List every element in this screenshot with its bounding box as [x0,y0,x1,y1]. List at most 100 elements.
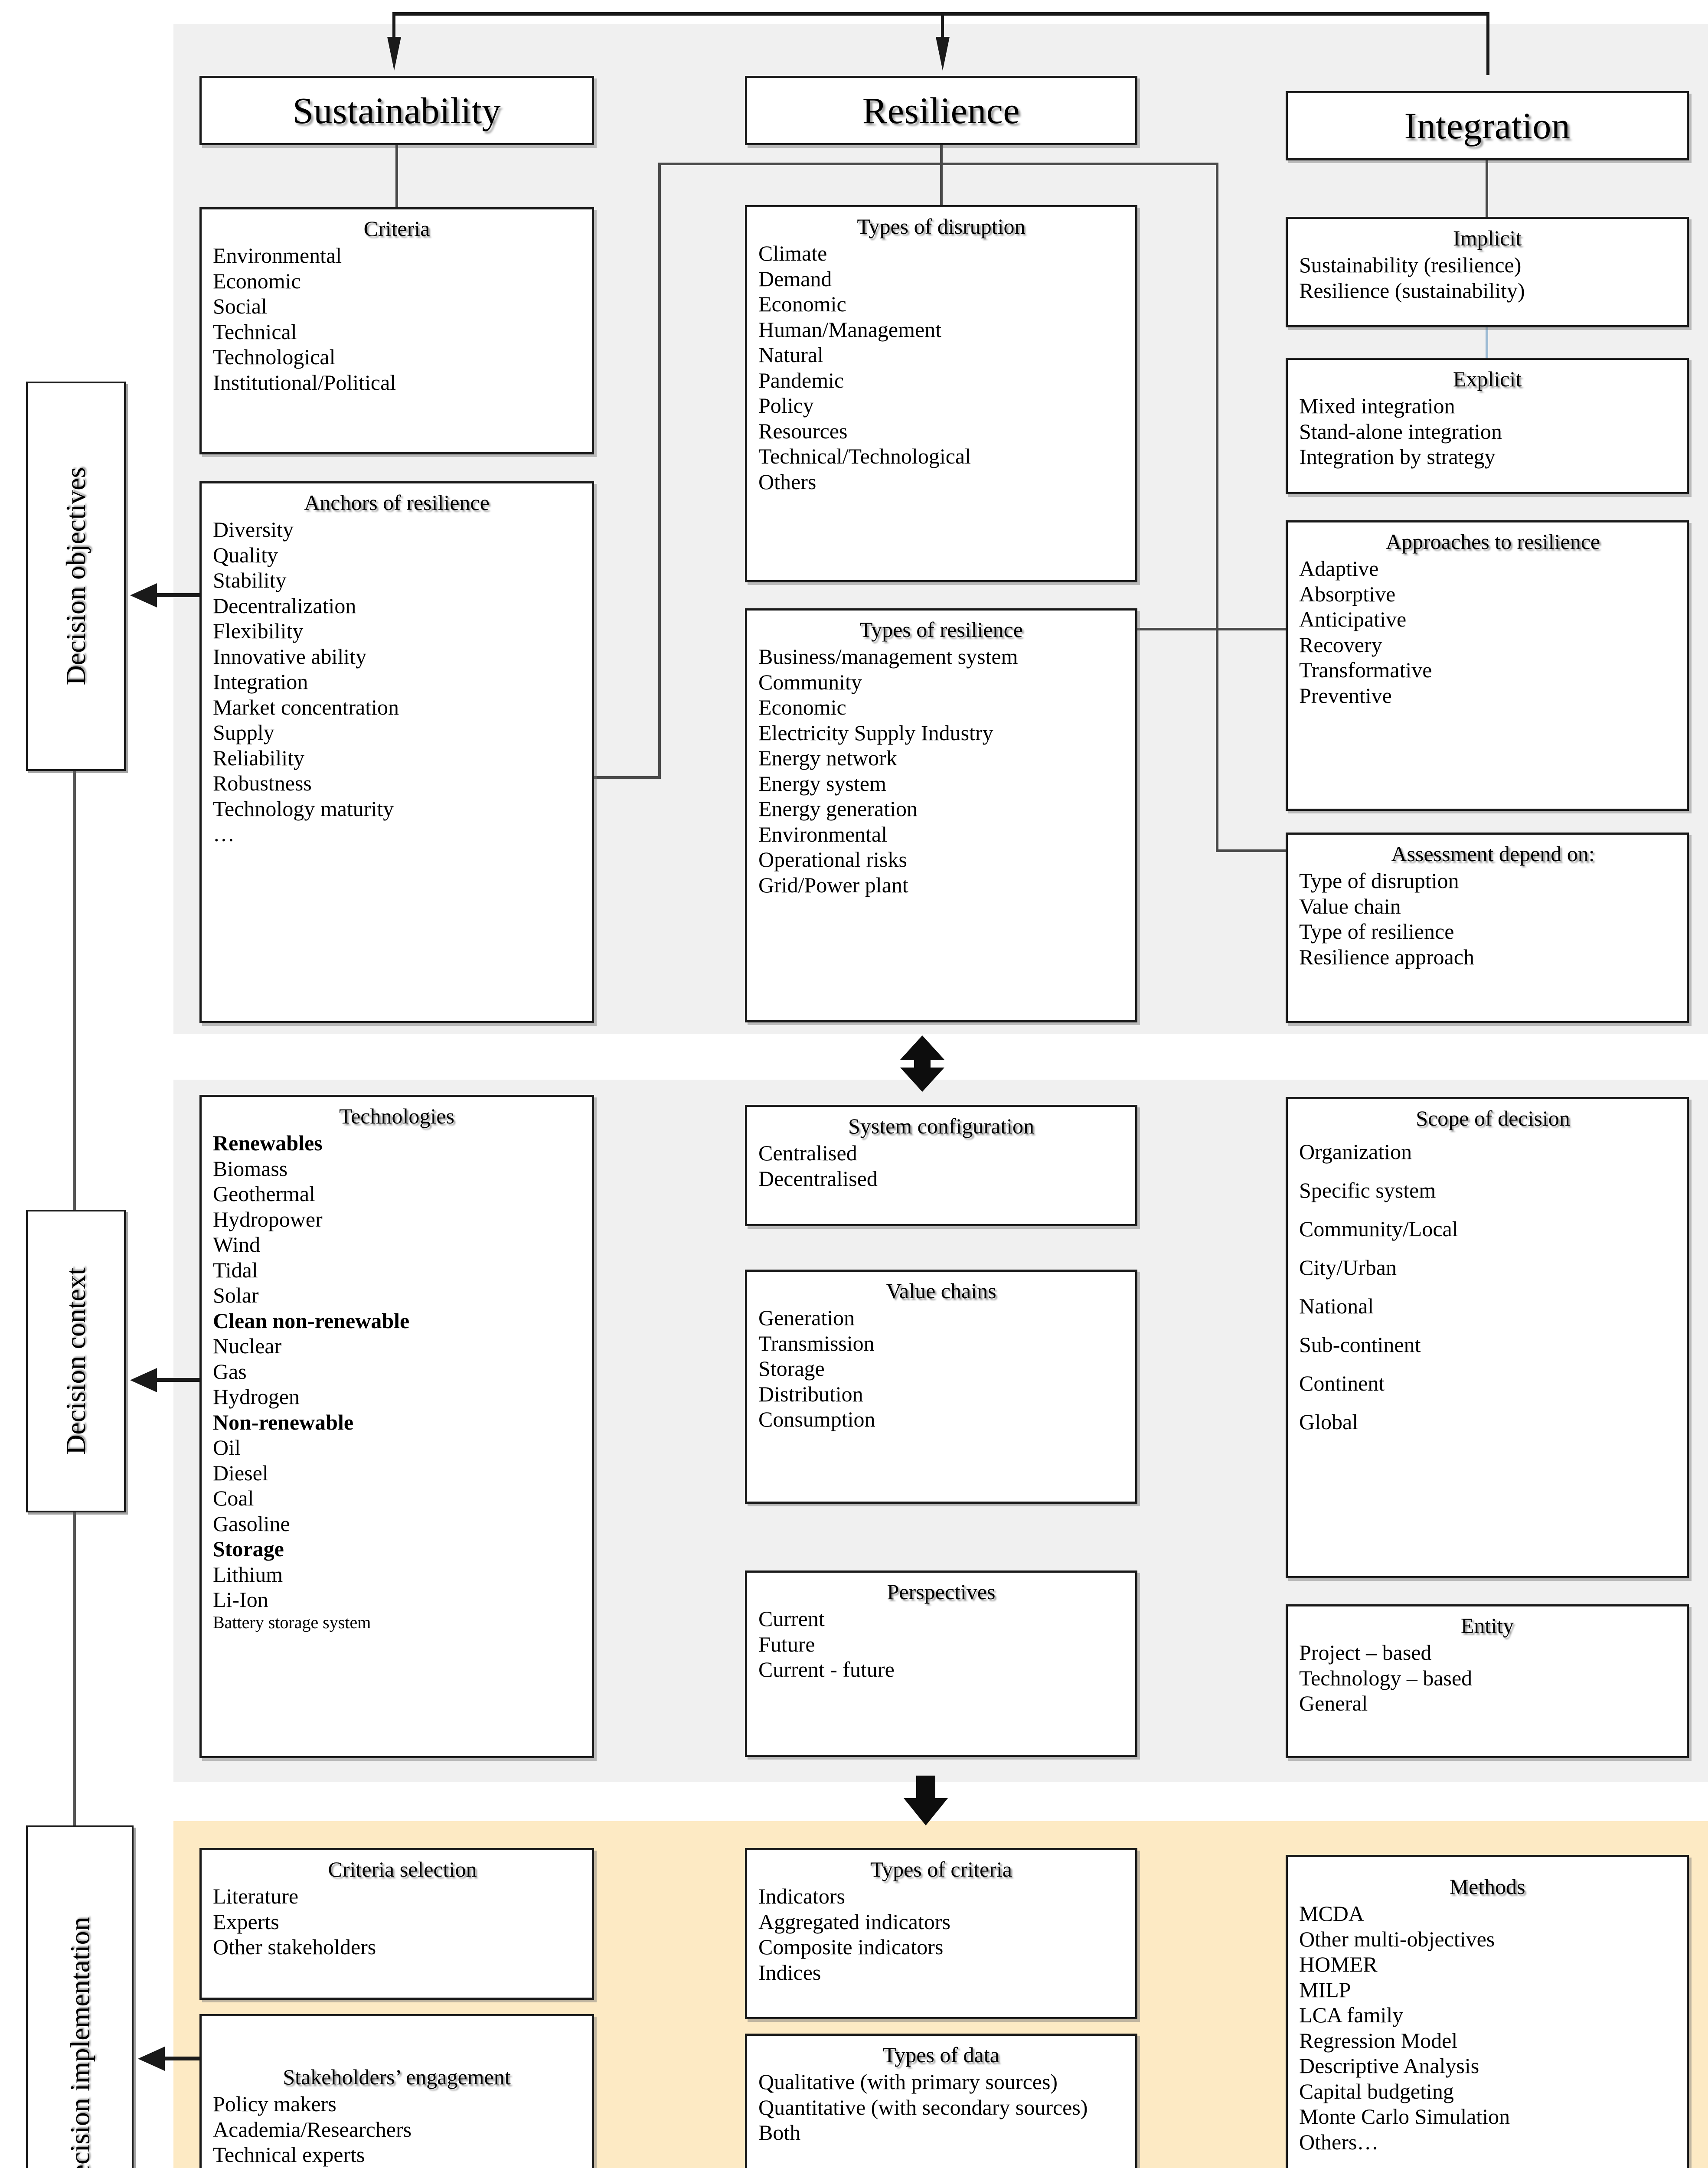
list-item: Technology – based [1299,1665,1473,1690]
list-item: Innovative ability [213,644,367,669]
arrow-tail-implementation [164,2057,212,2060]
list-item: Storage [213,1537,284,1561]
list-item: Resilience (sustainability) [1299,278,1525,303]
list-item: Resilience approach [1299,944,1474,969]
list-item: Robustness [213,771,312,795]
header-resilience[interactable]: Resilience [745,76,1137,145]
list-item: Renewables [213,1131,323,1155]
list-item: MCDA [1299,1901,1365,1926]
list-item: Global [1299,1410,1359,1434]
list-item: Li-Ion [213,1587,268,1612]
arrow-tail-objectives [156,593,210,597]
list-item: Composite indicators [758,1935,944,1959]
list-item: Electricity Supply Industry [758,720,993,745]
card-assessment-depend-on[interactable]: Assessment depend on: Type of disruption… [1286,833,1689,1023]
card-value-chains-title: Value chains [886,1279,996,1303]
double-arrow-objectives-context [897,1035,948,1092]
list-item: Geothermal [213,1182,316,1206]
list-item: Clean non-renewable [213,1308,410,1333]
list-item: Distribution [758,1381,863,1406]
list-item: Indicators [758,1884,845,1908]
card-implicit[interactable]: Implicit Sustainability (resilience)Resi… [1286,217,1689,327]
list-item: Transmission [758,1331,875,1355]
list-item: Anticipative [1299,607,1407,631]
list-item: Technical [213,319,297,344]
top-bus-drop-sustainability [392,12,395,39]
list-item: City/Urban [1299,1255,1397,1280]
header-integration[interactable]: Integration [1286,91,1689,160]
list-item: Regression Model [1299,2028,1458,2053]
list-item: Current [758,1606,825,1631]
list-item: Energy generation [758,797,918,821]
list-item: Descriptive Analysis [1299,2054,1479,2078]
list-item: Community [758,669,862,694]
list-item: Capital budgeting [1299,2079,1454,2103]
card-types-of-data[interactable]: Types of data Qualitative (with primary … [745,2034,1137,2168]
list-item: Decentralised [758,1166,878,1191]
list-item: Operational risks [758,847,907,872]
list-item: Social [213,294,267,318]
stem-sustainability-to-criteria [395,145,398,208]
list-item: Technical/Technological [758,444,971,468]
card-scope-of-decision-title: Scope of decision [1416,1106,1570,1130]
card-assessment-title: Assessment depend on: [1391,842,1595,866]
list-item: Solar [213,1283,259,1307]
list-item: Value chain [1299,894,1401,918]
list-item: Technology maturity [213,796,394,821]
list-item: Literature [213,1884,299,1908]
down-arrow-context-implementation [902,1776,950,1825]
list-item: Transformative [1299,658,1432,682]
list-item: MILP [1299,1977,1351,2002]
list-item: Community/Local [1299,1217,1458,1241]
rail-item-decision-context[interactable]: Decision context [26,1210,126,1512]
list-item: Stand-alone integration [1299,419,1502,444]
list-item: Business/management system [758,644,1018,669]
list-item: Current - future [758,1657,895,1682]
list-item: General [1299,1691,1368,1715]
rail-item-decision-objectives[interactable]: Decision objectives [26,382,126,771]
list-item: Specific system [1299,1178,1436,1202]
list-item: Others [758,469,816,494]
card-types-of-resilience[interactable]: Types of resilience Business/management … [745,608,1137,1022]
header-sustainability[interactable]: Sustainability [199,76,594,145]
card-criteria-title: Criteria [363,216,430,241]
list-item: Wind [213,1232,261,1257]
card-implicit-title: Implicit [1453,226,1522,250]
list-item: Hydropower [213,1207,323,1231]
list-item: Recovery [1299,632,1382,657]
rail-item-decision-implementation[interactable]: Decision implementation [26,1825,134,2168]
list-item: LCA family [1299,2003,1404,2027]
list-item: Coal [213,1486,254,1510]
card-implicit-list: Sustainability (resilience)Resilience (s… [1288,252,1687,303]
list-item: Continent [1299,1371,1385,1395]
list-item: Centralised [758,1141,857,1165]
list-item: Other multi-objectives [1299,1926,1495,1951]
card-methods-title: Methods [1449,1874,1525,1899]
list-item: Natural [758,343,823,367]
list-item: Quantitative (with secondary sources) [758,2095,1088,2119]
